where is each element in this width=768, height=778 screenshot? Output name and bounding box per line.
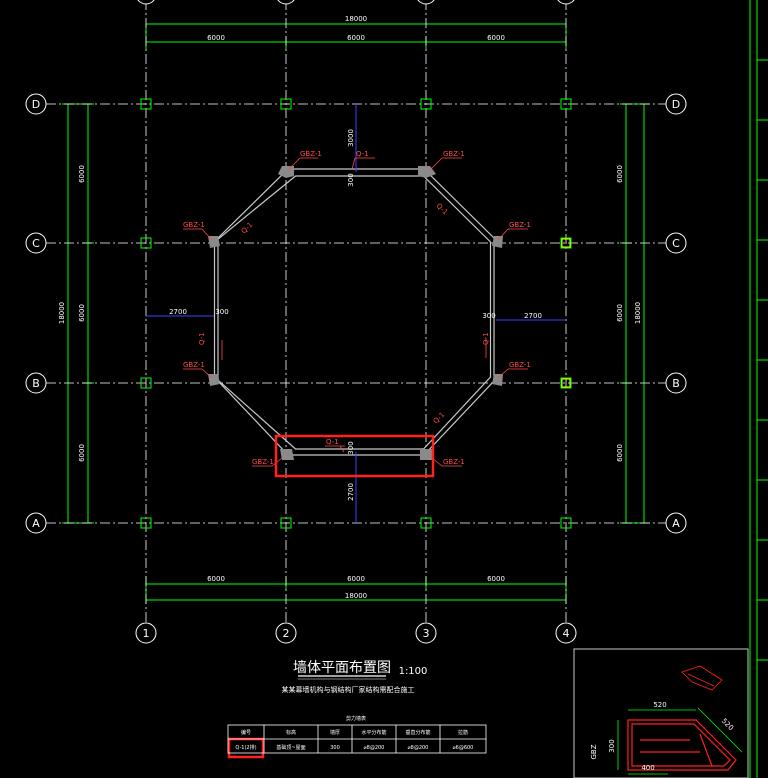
dim-right-span-1: 6000	[616, 165, 624, 183]
table-header-0: 编号	[241, 729, 251, 736]
label-gbz-c-right: GBZ-1	[509, 221, 531, 229]
dim-right-total: 18000	[634, 302, 642, 324]
drawing-scale: 1:100	[399, 666, 428, 677]
drawing-note: 某某幕墙机构与钢结构厂家结构需配合施工	[282, 685, 415, 694]
dim-left-span-3: 6000	[78, 444, 86, 462]
axis-label-row-a-left: A	[32, 517, 40, 530]
table-cell-0-3: ⌀8@200	[364, 745, 385, 751]
detail-label: GBZ	[590, 744, 598, 759]
table-cell-0-4: ⌀8@200	[408, 745, 429, 751]
dim-right-span-3: 6000	[616, 444, 624, 462]
dim-bottom-offset: 2700	[347, 483, 355, 501]
label-gbz-top-left: GBZ-1	[300, 150, 322, 158]
dim-top-span-1: 6000	[207, 34, 225, 42]
leader-lines	[183, 157, 528, 467]
label-q1-bottom: Q-1	[326, 438, 339, 446]
axis-label-row-b-left: B	[32, 377, 40, 390]
dim-top-span-2: 6000	[347, 34, 365, 42]
dim-bottom-total: 18000	[345, 592, 367, 600]
highlight-boxes	[227, 434, 435, 759]
table-header-2: 墙厚	[330, 729, 340, 736]
label-q1-diag-nw: Q-1	[240, 221, 255, 236]
dim-bottom-span-2: 6000	[347, 575, 365, 583]
axis-label-col-2: 2	[283, 627, 290, 640]
dim-right-offset: 2700	[524, 312, 542, 320]
label-gbz-bottom-right: GBZ-1	[443, 458, 465, 466]
label-q1-diag-se: Q-1	[432, 411, 447, 426]
dim-bottom-span-3: 6000	[487, 575, 505, 583]
table-header-4: 垂直分布筋	[405, 729, 430, 736]
dim-wall-thickness-bottom: 300	[347, 441, 355, 454]
dim-top-total: 18000	[345, 15, 367, 23]
detail-dim-diag: 520	[720, 717, 735, 732]
shear-wall-table: 剪力墙表 编号 标高 墙厚 水平分布筋 垂直分布筋 拉筋 Q-1(2排) 基础顶…	[227, 715, 487, 754]
drawing-title: 墙体平面布置图	[293, 660, 391, 676]
detail-dim-bottom: 400	[641, 764, 654, 772]
yellow-column-markers	[561, 238, 571, 388]
label-gbz-top-right: GBZ-1	[443, 150, 465, 158]
label-gbz-b-left: GBZ-1	[183, 361, 205, 369]
dim-wall-thickness-top: 300	[347, 173, 355, 186]
axis-label-col-3: 3	[423, 627, 430, 640]
axis-label-row-a-right: A	[672, 517, 680, 530]
dim-left-offset: 2700	[169, 308, 187, 316]
aux-lines	[146, 104, 566, 523]
table-header-1: 标高	[286, 729, 296, 736]
table-cell-0-1: 基础顶~屋面	[276, 744, 305, 751]
octagon-wall	[213, 168, 495, 456]
label-gbz-c-left: GBZ-1	[183, 221, 205, 229]
dim-top-offset: 3000	[347, 129, 355, 147]
label-q1-left: Q-1	[198, 332, 206, 345]
axis-label-col-4: 4	[563, 627, 570, 640]
highlight-wall-q1	[274, 434, 435, 478]
label-q1-diag-ne: Q-1	[435, 202, 450, 217]
dim-right-span-2: 6000	[616, 304, 624, 322]
axis-label-row-d-right: D	[672, 98, 680, 111]
label-gbz-b-right: GBZ-1	[509, 361, 531, 369]
dimension-texts: 18000 6000 6000 6000 6000 6000 6000 1800…	[58, 15, 642, 600]
grid-axes	[46, 0, 666, 622]
detail-inset: 520 520 300 400 GBZ	[573, 648, 749, 778]
column-markers	[140, 98, 572, 529]
axis-label-row-c-left: C	[32, 237, 40, 250]
label-gbz-bottom-left: GBZ-1	[252, 458, 274, 466]
table-cell-0-0: Q-1(2排)	[235, 744, 256, 751]
axis-bubbles	[25, 0, 687, 644]
annotation-texts: GBZ-1 Q-1 GBZ-1 Q-1 Q-1 GBZ-1 GBZ-1 Q-1 …	[183, 150, 531, 466]
label-q1-top: Q-1	[356, 150, 369, 158]
dim-wall-thickness-right: 300	[482, 312, 495, 320]
dim-wall-thickness-left: 300	[215, 308, 228, 316]
dim-bottom-span-1: 6000	[207, 575, 225, 583]
drawing-title-block: 墙体平面布置图 1:100 某某幕墙机构与钢结构厂家结构需配合施工	[282, 660, 428, 694]
table-header-5: 拉筋	[458, 729, 468, 736]
table-caption: 剪力墙表	[346, 715, 366, 722]
axis-label-row-c-right: C	[672, 237, 680, 250]
dim-top-span-3: 6000	[487, 34, 505, 42]
label-q1-right: Q-1	[482, 332, 490, 345]
dimension-lines	[62, 0, 768, 778]
dim-left-span-2: 6000	[78, 304, 86, 322]
axis-label-col-1: 1	[143, 627, 150, 640]
dim-left-total: 18000	[58, 302, 66, 324]
dim-left-span-1: 6000	[78, 165, 86, 183]
detail-dim-top: 520	[653, 701, 666, 709]
axis-labels: 1 2 3 4 D C B A D C B A	[32, 98, 680, 640]
axis-label-row-d-left: D	[32, 98, 40, 111]
axis-label-row-b-right: B	[672, 377, 680, 390]
detail-dim-left: 300	[608, 739, 616, 752]
table-cell-0-2: 300	[330, 745, 340, 751]
table-cell-0-5: ⌀6@600	[453, 745, 474, 751]
table-header-3: 水平分布筋	[361, 729, 386, 736]
